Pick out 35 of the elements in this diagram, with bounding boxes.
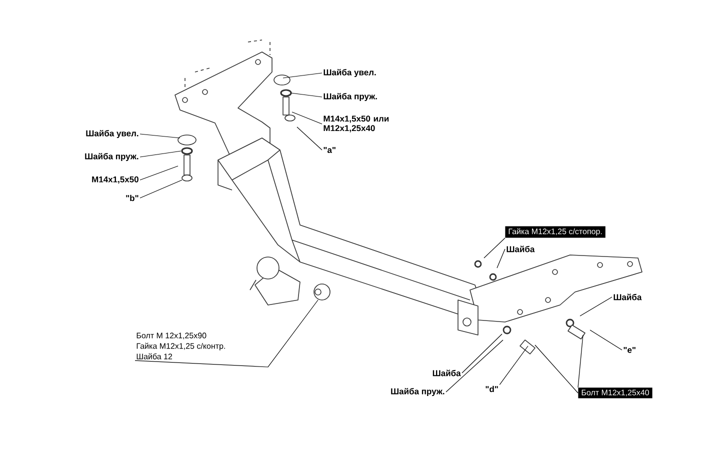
part-label: M14x1,5x50 или M12x1,25x40 bbox=[324, 116, 389, 132]
part-label: Шайба увел. bbox=[86, 130, 138, 138]
part-label: M14x1,5x50 bbox=[92, 176, 138, 184]
leader-line bbox=[140, 180, 182, 198]
label-box: Болт M12x1,25x40 bbox=[578, 388, 652, 398]
leader-line bbox=[282, 72, 322, 78]
label-box: Гайка M12x1,25 с/стопор. bbox=[505, 226, 606, 238]
part-label: "b" bbox=[126, 194, 138, 202]
leader-line bbox=[140, 166, 178, 180]
part-label: Шайба увел. bbox=[324, 68, 376, 78]
part-list: Болт M 12x1,25x90 Гайка M12x1,25 с/контр. Шайба 12 bbox=[136, 332, 225, 360]
part-label: Шайба пруж. bbox=[391, 388, 444, 396]
leader-line bbox=[484, 238, 506, 258]
leader-line bbox=[446, 340, 504, 392]
part-label: Шайба bbox=[506, 246, 535, 252]
leader-line bbox=[580, 296, 612, 316]
part-label: Шайба пруж. bbox=[85, 152, 138, 162]
part-label: Шайба пруж. bbox=[324, 92, 377, 102]
part-label: "d" bbox=[486, 386, 498, 392]
leader-line bbox=[499, 346, 528, 385]
leader-line bbox=[296, 126, 322, 150]
leader-line bbox=[292, 112, 322, 124]
part-label: Шайба bbox=[432, 370, 461, 376]
leader-line bbox=[462, 334, 502, 374]
leader-line bbox=[496, 248, 506, 268]
leader-line bbox=[134, 300, 318, 368]
part-label: Шайба bbox=[614, 294, 642, 300]
leader-line bbox=[140, 134, 180, 138]
part-label: "e" bbox=[624, 347, 636, 353]
leader-line bbox=[590, 330, 622, 350]
leader-line bbox=[290, 92, 322, 98]
part-label: "a" bbox=[324, 147, 336, 153]
leader-line bbox=[140, 150, 182, 158]
leader-line bbox=[534, 344, 578, 394]
leader-line bbox=[578, 334, 584, 388]
